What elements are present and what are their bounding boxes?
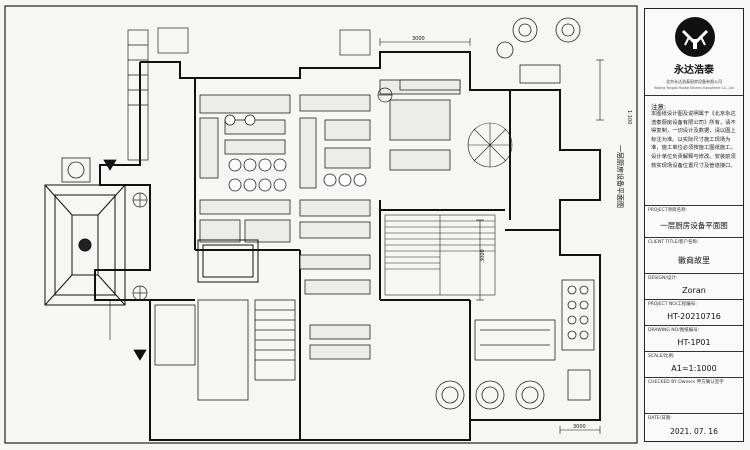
exhaust-fans [132,87,393,301]
cold-room [197,239,259,283]
entrance-arrows [103,159,147,361]
drawing-no-label: DRAWING NO/图纸编号: [648,328,700,333]
company-name-cn: 北京永达浩泰厨房设备有限公司 [666,79,722,84]
scale-mark: 1:100 [626,110,632,124]
dimension-label-bottom: 3000 [573,424,586,430]
scale-value: A1=1:1000 [671,364,717,373]
floor-plan: 3000 3000 3000 一层厨房设备平面图 1:100 [4,5,638,444]
designer-value: Zoran [682,286,706,295]
staircase [384,214,496,296]
project-no-cell: PROJECT NO/工程编号: HT-20210716 [645,299,743,325]
date-cell: DATE/日期: 2021. 07. 16 [645,413,743,441]
project-name-value: 一层厨房设备平面图 [660,221,728,230]
designer-cell: DESIGN/设计: Zoran [645,273,743,299]
top-right-tables [496,17,581,84]
client-value: 徽商故里 [678,256,710,265]
vertical-drawing-title: 一层厨房设备平面图 [616,145,625,208]
brand-name: 永达浩泰 [674,65,714,76]
dining-area [474,279,595,401]
drawing-no-value: HT-1P01 [677,338,711,347]
project-name-label: PROJECT项目名称: [648,208,687,213]
dimension-label-top: 3000 [412,36,425,42]
scale-cell: SCALE/比例: A1=1:1000 [645,351,743,377]
notes-title: 注意: [651,103,667,111]
date-label: DATE/日期: [648,416,672,421]
dimension-label-stair: 3000 [480,249,486,262]
title-block: 永达浩泰 北京永达浩泰厨房设备有限公司 Beijing Yongda Haota… [644,8,744,442]
pavilion-roof [44,184,126,306]
dining-table-top-left [61,157,91,183]
spiral-stair [467,122,513,168]
lower-left-rooms [154,299,296,401]
notes-text: 本图纸设计图及说明属于《北京永达浩泰厨房设备有限公司》所有，请不得复制，一切设计… [651,111,736,169]
cooking-stations [224,114,367,192]
kitchen-equipment [199,79,461,360]
checked-label: CHECKED BY Owners 甲方确认签字 [648,380,724,385]
scale-label: SCALE/比例: [648,354,675,359]
project-no-label: PROJECT NO/工程编号: [648,302,697,307]
drawing-no-cell: DRAWING NO/图纸编号: HT-1P01 [645,325,743,351]
company-name-en: Beijing Yongda Haotai Kitchen Equipment … [654,86,734,90]
banquet-tables [435,380,545,410]
designer-label: DESIGN/设计: [648,276,678,281]
client-cell: CLIENT TITLE/客户名称: 徽商故里 [645,237,743,273]
company-logo [675,17,715,57]
notes-cell: 注意: 本图纸设计图及说明属于《北京永达浩泰厨房设备有限公司》所有，请不得复制，… [645,95,743,205]
top-left-terrace [127,27,371,161]
client-label: CLIENT TITLE/客户名称: [648,240,699,245]
date-value: 2021. 07. 16 [670,427,718,436]
project-name-cell: PROJECT项目名称: 一层厨房设备平面图 [645,205,743,237]
checked-cell: CHECKED BY Owners 甲方确认签字 [645,377,743,413]
dimension-lines [109,38,604,434]
building-outline [94,51,601,441]
project-no-value: HT-20210716 [667,312,721,321]
